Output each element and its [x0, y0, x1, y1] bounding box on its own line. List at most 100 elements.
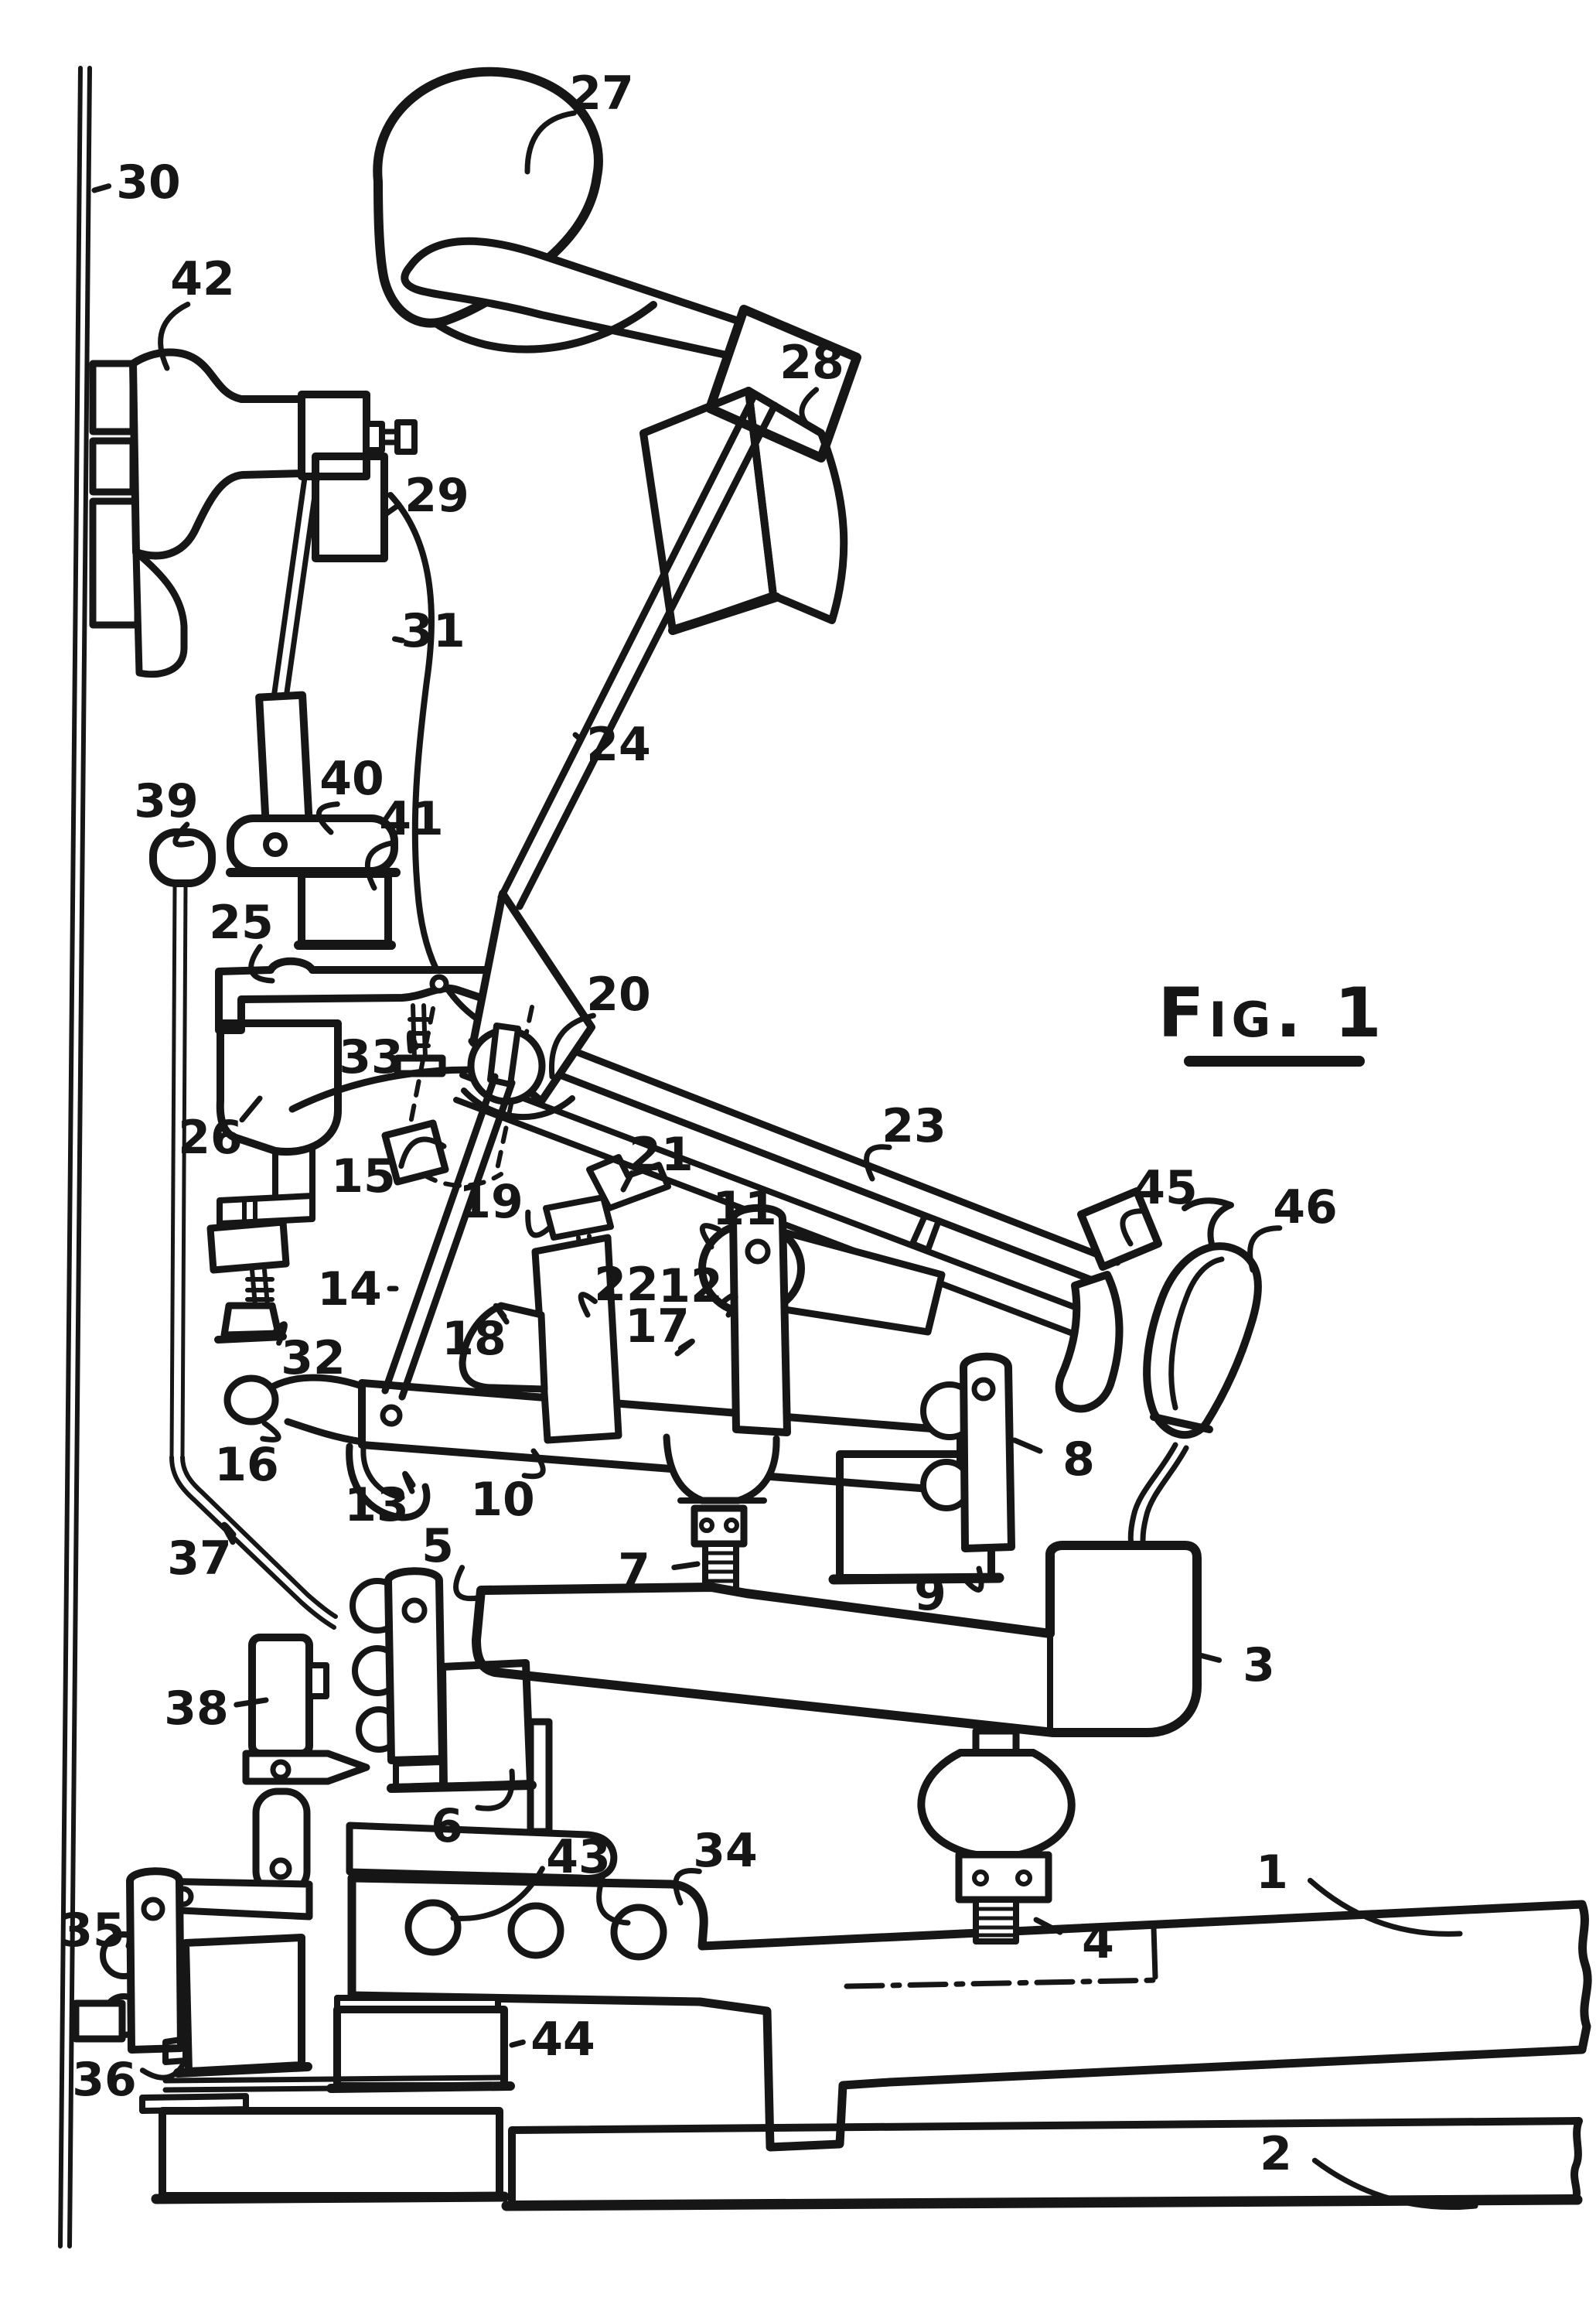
leader-line-39 [172, 821, 195, 848]
block-9 [828, 1450, 1004, 1585]
leader-line-32 [271, 1321, 288, 1346]
leader-line-42 [158, 302, 191, 371]
ref-label-3: 3 [1243, 1638, 1275, 1692]
boot-18 [459, 1302, 548, 1393]
leader-line-4 [1033, 1917, 1063, 1935]
leader-line-7 [671, 1561, 701, 1570]
screw-assembly-32 [206, 1198, 290, 1344]
leader-line-35 [125, 1938, 132, 1949]
ref-label-13: 13 [344, 1478, 409, 1532]
leader-line-41 [364, 840, 395, 891]
hammer-shank [497, 305, 861, 910]
ref-label-11: 11 [712, 1182, 777, 1236]
ref-label-27: 27 [569, 67, 634, 121]
ref-label-22: 22 [594, 1258, 659, 1312]
support-box-3 [472, 1541, 1202, 1737]
ref-label-41: 41 [379, 792, 444, 846]
ref-label-20: 20 [586, 968, 651, 1022]
leader-line-37 [221, 1521, 237, 1545]
block-44 [162, 1995, 515, 2093]
leader-line-18 [493, 1303, 510, 1325]
backcheck-46 [1143, 1197, 1262, 1439]
leader-line-29 [384, 502, 402, 517]
leader-line-26 [239, 1095, 263, 1123]
leader-line-8 [1011, 1437, 1043, 1454]
leader-line-17 [674, 1338, 695, 1357]
flange-rail-25 [215, 957, 494, 1034]
lifter-38 [140, 1455, 618, 1921]
leader-line-16 [260, 1420, 281, 1443]
flange-8 [920, 1352, 1015, 1552]
backcheck-45 [1055, 1271, 1124, 1413]
ref-label-21: 21 [629, 1128, 694, 1182]
leader-line-3 [1197, 1652, 1223, 1663]
felt-block-29 [312, 452, 388, 562]
leader-line-21 [620, 1170, 635, 1193]
damper-head-assembly [89, 348, 418, 678]
key-1 [347, 1873, 1592, 2152]
ref-label-42: 42 [170, 252, 235, 306]
lead-weight [610, 1904, 667, 1961]
flange-5 [350, 1567, 446, 1764]
ref-label-44: 44 [530, 2013, 595, 2067]
ref-label-37: 37 [167, 1531, 232, 1586]
ref-label-1: 1 [1256, 1846, 1288, 1900]
ref-label-14: 14 [317, 1262, 382, 1316]
ref-label-25: 25 [209, 896, 274, 950]
leader-line-44 [509, 2039, 526, 2048]
leader-line-9 [963, 1566, 984, 1593]
ref-label-19: 19 [459, 1175, 523, 1229]
ref-label-12: 12 [658, 1259, 723, 1313]
screw-33 [394, 1003, 446, 1077]
leader-line-27 [524, 110, 577, 175]
leader-line-13 [402, 1471, 416, 1494]
leader-line-5 [453, 1565, 481, 1602]
leader-line-11 [699, 1223, 721, 1250]
ref-label-31: 31 [401, 604, 466, 658]
ref-label-28: 28 [779, 336, 844, 390]
leader-line-1 [1307, 1877, 1463, 1937]
damper-lever-assembly [149, 814, 401, 950]
leader-line-19 [525, 1209, 554, 1238]
ref-label-39: 39 [134, 774, 199, 828]
ref-label-26: 26 [178, 1111, 243, 1165]
leader-line-46 [1247, 1225, 1283, 1273]
leader-line-6 [475, 1768, 515, 1811]
ref-label-8: 8 [1062, 1432, 1095, 1487]
ref-label-9: 9 [914, 1567, 946, 1621]
figure-title-group: Fig. 1 [1158, 973, 1382, 1067]
ref-label-35: 35 [60, 1904, 125, 1958]
ref-label-4: 4 [1082, 1915, 1114, 1969]
ref-label-6: 6 [431, 1799, 463, 1853]
ref-label-30: 30 [116, 155, 181, 210]
ref-label-40: 40 [319, 752, 384, 806]
ref-label-17: 17 [625, 1299, 690, 1354]
ref-label-16: 16 [214, 1438, 279, 1492]
lead-weight [507, 1902, 564, 1959]
ref-label-18: 18 [442, 1312, 506, 1366]
bridle-wire-31 [387, 492, 481, 1023]
leader-line-43 [450, 1866, 545, 1921]
leader-line-24 [572, 732, 582, 741]
leader-line-12 [719, 1292, 738, 1318]
check-wire-46 [1127, 1442, 1189, 1558]
ref-label-46: 46 [1273, 1180, 1338, 1234]
block-6 [387, 1659, 553, 1835]
leader-line-36 [139, 2048, 192, 2081]
ref-label-45: 45 [1133, 1161, 1198, 1215]
keybed-2 [501, 2117, 1583, 2211]
ref-label-24: 24 [586, 718, 651, 772]
leader-line-10 [521, 1448, 546, 1480]
leader-line-40 [315, 801, 340, 835]
jack-14 [381, 1073, 516, 1401]
ref-label-23: 23 [882, 1099, 946, 1153]
ref-label-34: 34 [693, 1824, 758, 1878]
ref-label-33: 33 [339, 1030, 404, 1084]
leader-line-20 [548, 1012, 596, 1080]
capstan-4 [917, 1727, 1076, 1945]
leader-line-2 [1311, 2157, 1478, 2211]
leader-line-38 [234, 1697, 269, 1708]
ref-label-15: 15 [331, 1149, 396, 1204]
